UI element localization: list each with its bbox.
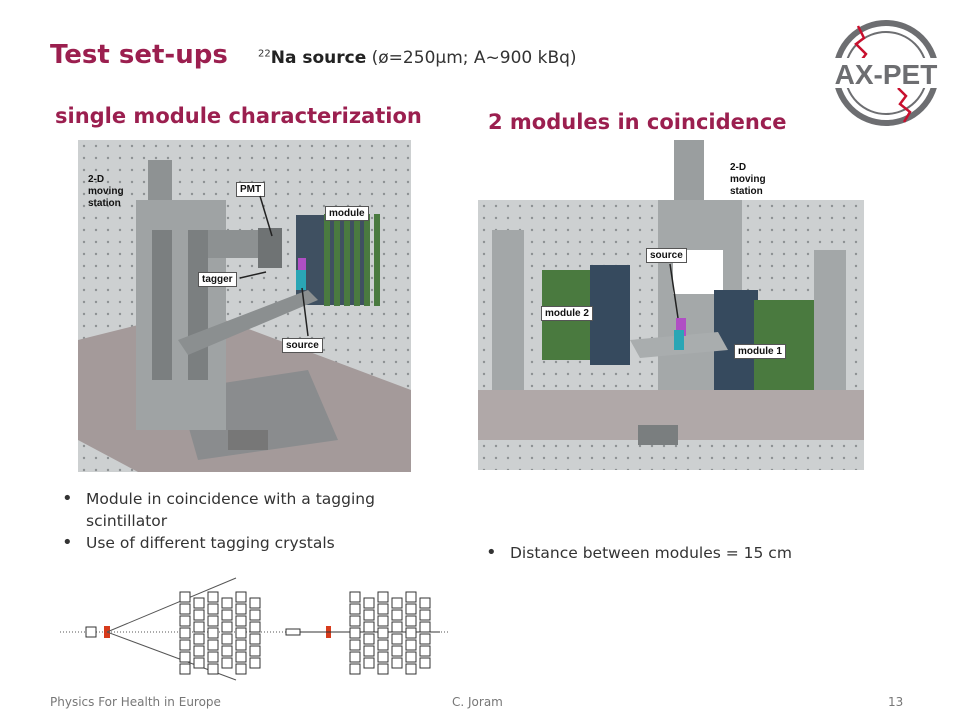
- source-label-right: source: [646, 248, 687, 263]
- pmt-label: PMT: [236, 182, 266, 197]
- footer-conference: Physics For Health in Europe: [50, 695, 221, 709]
- right-heading: 2 modules in coincidence: [488, 110, 787, 134]
- left-bullet-list: Module in coincidence with a tagging sci…: [62, 488, 422, 554]
- label-arrows-right: [669, 263, 679, 319]
- ax-pet-logo: AX-PET: [826, 18, 946, 128]
- module-1-label: module 1: [734, 344, 786, 359]
- source-name: Na source: [270, 48, 367, 68]
- tagging-schematic-drawing: [60, 577, 450, 681]
- tagger-label: tagger: [198, 272, 237, 287]
- coincidence-setup-photo: 2-D moving station source module 2 modul…: [478, 140, 864, 470]
- footer-author: C. Joram: [452, 695, 503, 709]
- bullet-item: Distance between modules = 15 cm: [486, 542, 866, 564]
- source-label: source: [282, 338, 323, 353]
- moving-station-label: 2-D moving station: [88, 174, 124, 209]
- left-heading: single module characterization: [55, 104, 422, 128]
- tagging-crystal-schematic: [60, 574, 450, 684]
- source-details: (ø=250μm; A~900 kBq): [366, 48, 577, 68]
- module-label: module: [325, 206, 369, 221]
- bullet-item: Module in coincidence with a tagging sci…: [62, 488, 422, 532]
- single-module-setup-drawing: [78, 140, 411, 472]
- single-module-setup-photo: 2-D moving station PMT module tagger sou…: [78, 140, 411, 472]
- slide-title: Test set-ups: [50, 40, 228, 70]
- module-2-label: module 2: [541, 306, 593, 321]
- logo-text: AX-PET: [835, 59, 938, 90]
- source-description: 22Na source (ø=250μm; A~900 kBq): [258, 48, 577, 68]
- moving-station-label-right: 2-D moving station: [730, 162, 766, 197]
- page-number: 13: [888, 695, 904, 709]
- ax-pet-logo-graphic: AX-PET: [832, 20, 940, 126]
- label-arrows-left: [239, 195, 309, 337]
- isotope-mass-number: 22: [258, 48, 271, 60]
- right-bullet-list: Distance between modules = 15 cm: [486, 542, 866, 564]
- bullet-item: Use of different tagging crystals: [62, 532, 422, 554]
